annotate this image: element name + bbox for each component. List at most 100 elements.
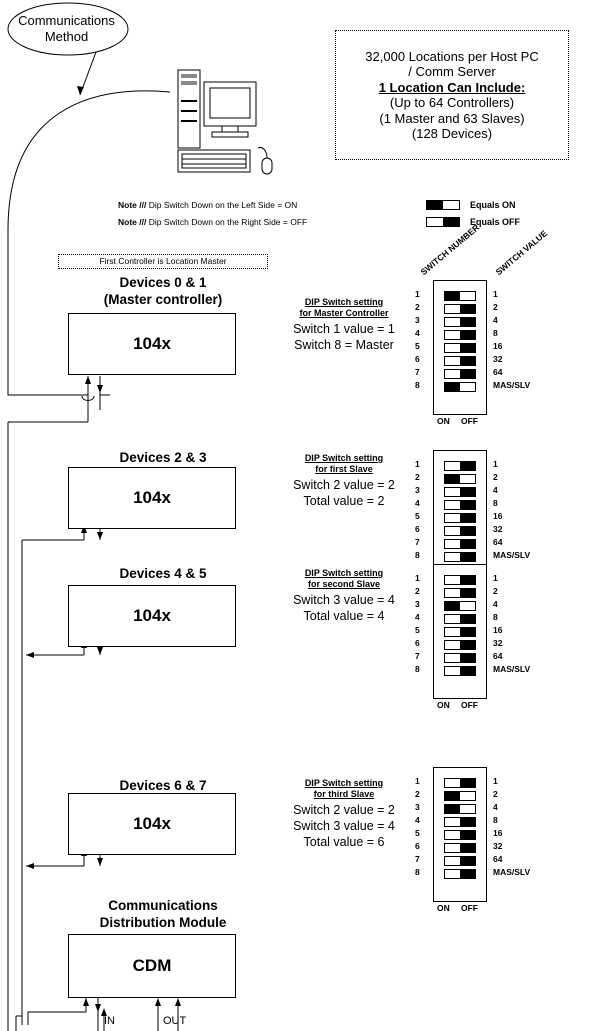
on-label: ON: [437, 416, 450, 426]
dip-switch: [444, 330, 476, 340]
dip-switch: [444, 461, 476, 471]
dip-description-line: Switch 8 = Master: [294, 338, 394, 352]
controller-title2: (Master controller): [103, 292, 223, 307]
note-on: Note /// Dip Switch Down on the Left Sid…: [118, 200, 297, 210]
switch-number-label: 6: [415, 524, 420, 534]
cdm-title1: Communications: [108, 898, 218, 913]
callout-line1: Communications: [18, 13, 115, 28]
switch-number-label: 4: [415, 815, 420, 825]
location-info-box: 32,000 Locations per Host PC / Comm Serv…: [335, 30, 569, 160]
callout-ellipse: [7, 2, 129, 56]
switch-number-label: 1: [415, 289, 420, 299]
callout-line2: Method: [44, 29, 89, 44]
dip-switch: [444, 843, 476, 853]
location-master-label: First Controller is Location Master: [58, 254, 268, 269]
switch-number-label: 4: [415, 612, 420, 622]
dip-switch: [444, 817, 476, 827]
dip-heading2: for third Slave: [313, 789, 375, 799]
switch-value-label: 1: [493, 573, 498, 583]
note-off-text: Dip Switch Down on the Right Side = OFF: [146, 217, 308, 227]
dip-switch: [444, 666, 476, 676]
switch-value-label: 16: [493, 828, 503, 838]
dip-switch: [444, 653, 476, 663]
dip-heading2: for second Slave: [307, 579, 381, 589]
switch-number-label: 5: [415, 341, 420, 351]
dip-switch: [444, 382, 476, 392]
dip-switch: [444, 474, 476, 484]
dip-switch-panel: [433, 767, 487, 902]
note-off-prefix: Note ///: [118, 217, 147, 227]
dip-switch: [444, 778, 476, 788]
switch-number-label: 8: [415, 867, 420, 877]
computer-icon: [177, 69, 273, 175]
note-on-prefix: Note ///: [118, 200, 147, 210]
switch-value-label: 64: [493, 651, 503, 661]
info-line5: (1 Master and 63 Slaves): [379, 110, 525, 126]
info-line1: 32,000 Locations per Host PC: [365, 48, 539, 64]
switch-number-label: 8: [415, 664, 420, 674]
switch-value-label: 4: [493, 599, 498, 609]
switch-value-label: 1: [493, 289, 498, 299]
switch-value-label: 4: [493, 802, 498, 812]
switch-number-label: 2: [415, 586, 420, 596]
controller-box: 104x: [68, 313, 236, 375]
dip-switch: [444, 640, 476, 650]
switch-value-label: MAS/SLV: [493, 550, 531, 560]
switch-value-label: 32: [493, 354, 503, 364]
switch-value-label: 64: [493, 854, 503, 864]
switch-value-label: 2: [493, 586, 498, 596]
dip-heading1: DIP Switch setting: [304, 568, 384, 578]
dip-switch: [444, 526, 476, 536]
switch-value-label: 1: [493, 776, 498, 786]
dip-description-line: Switch 3 value = 4: [293, 593, 395, 607]
cdm-box: CDM: [68, 934, 236, 998]
switch-number-label: 3: [415, 802, 420, 812]
switch-number-label: 7: [415, 537, 420, 547]
legend-switch-on: [426, 200, 460, 210]
switch-value-label: 8: [493, 498, 498, 508]
switch-value-label: 16: [493, 625, 503, 635]
switch-value-label: 2: [493, 472, 498, 482]
dip-heading1: DIP Switch setting: [304, 778, 384, 788]
switch-value-label: MAS/SLV: [493, 867, 531, 877]
dip-switch: [444, 513, 476, 523]
switch-value-label: 8: [493, 612, 498, 622]
switch-value-label: 64: [493, 537, 503, 547]
legend-switch-off: [426, 217, 460, 227]
dip-switch: [444, 830, 476, 840]
dip-switch: [444, 614, 476, 624]
switch-value-label: 64: [493, 367, 503, 377]
switch-number-label: 1: [415, 459, 420, 469]
switch-number-label: 5: [415, 625, 420, 635]
on-label: ON: [437, 903, 450, 913]
dip-switch: [444, 588, 476, 598]
switch-number-label: 2: [415, 472, 420, 482]
cdm-title2: Distribution Module: [99, 915, 227, 930]
dip-switch: [444, 304, 476, 314]
controller-title1: Devices 0 & 1: [119, 275, 207, 290]
dip-switch: [444, 291, 476, 301]
switch-value-label: 32: [493, 841, 503, 851]
switch-value-label: 16: [493, 341, 503, 351]
controller-box: 104x: [68, 585, 236, 647]
dip-switch-panel: [433, 280, 487, 415]
switch-value-label: MAS/SLV: [493, 664, 531, 674]
switch-number-label: 2: [415, 789, 420, 799]
dip-switch: [444, 343, 476, 353]
switch-value-label: 32: [493, 524, 503, 534]
dip-description-line: Switch 2 value = 2: [293, 478, 395, 492]
communications-method-callout: Communications Method: [8, 4, 125, 54]
switch-value-label: MAS/SLV: [493, 380, 531, 390]
controller-title1: Devices 4 & 5: [119, 566, 207, 581]
dip-switch: [444, 552, 476, 562]
switch-number-label: 7: [415, 651, 420, 661]
switch-number-label: 2: [415, 302, 420, 312]
controller-box: 104x: [68, 467, 236, 529]
switch-value-label: 32: [493, 638, 503, 648]
dip-switch: [444, 369, 476, 379]
dip-switch-panel: [433, 450, 487, 585]
controller-title1: Devices 6 & 7: [119, 778, 207, 793]
switch-value-label: 2: [493, 789, 498, 799]
dip-heading2: for Master Controller: [299, 308, 389, 318]
